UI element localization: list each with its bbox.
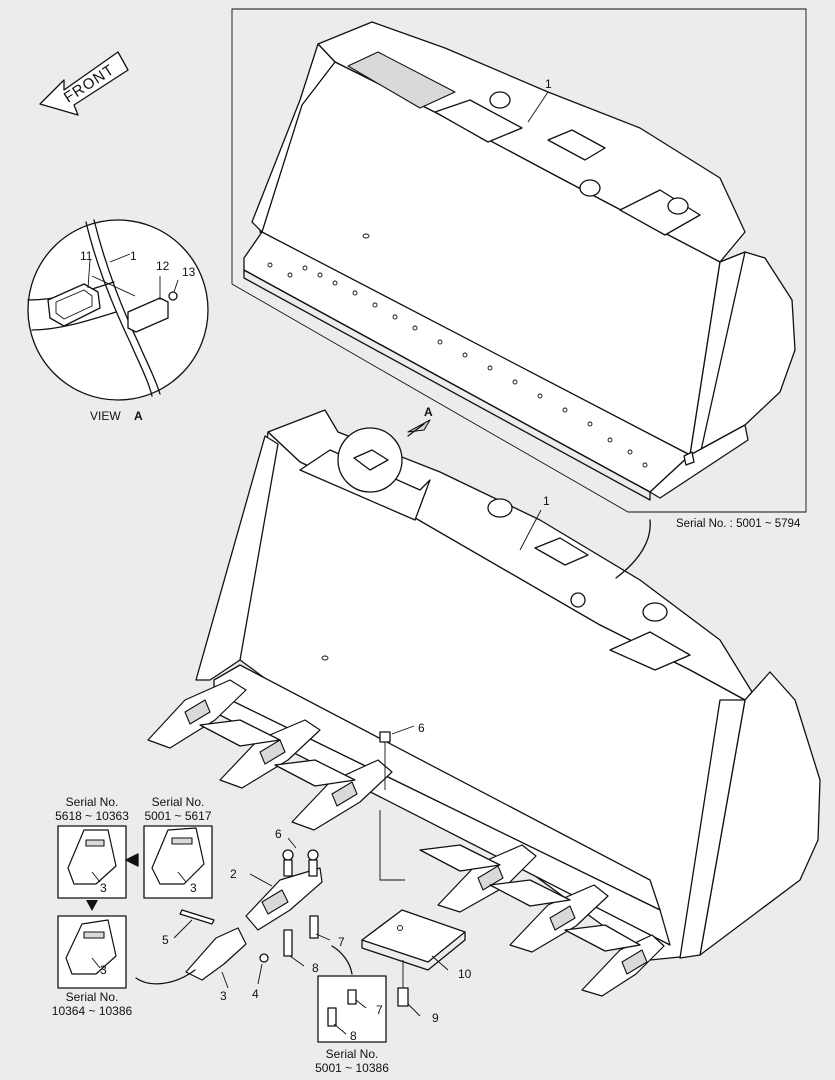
serial-top-bucket: Serial No. : 5001 ~ 5794 <box>676 518 801 530</box>
teeth-row <box>147 679 665 997</box>
view-a-marker: A <box>424 405 433 419</box>
edge-bolt-6 <box>379 731 405 881</box>
svg-text:FRONT: FRONT <box>61 61 118 106</box>
main-bucket-group <box>195 409 821 961</box>
serial-box-a-range: 5618 ~ 10363 <box>55 809 129 823</box>
serial-box-c-title: Serial No. <box>66 990 119 1004</box>
serial-box-d <box>317 945 387 1043</box>
leader-lines <box>87 91 549 1035</box>
tooth-assembly <box>147 679 247 749</box>
tooth-3-detail <box>135 909 269 985</box>
callout-10: 10 <box>458 967 472 981</box>
callout-3-box-c: 3 <box>100 963 107 977</box>
callout-8-box-d: 8 <box>350 1029 357 1043</box>
top-bucket-frame <box>231 8 807 513</box>
plate-10 <box>361 909 466 971</box>
serial-connector-line <box>615 519 651 579</box>
callout-4: 4 <box>252 987 259 1001</box>
tooth-assembly <box>509 884 609 953</box>
bolt-9 <box>397 960 409 1007</box>
callout-11: 11 <box>80 249 93 263</box>
callout-2: 2 <box>230 867 237 881</box>
serial-labels: Serial No. : 5001 ~ 5794 Serial No. 5618… <box>52 518 801 1075</box>
view-letter: A <box>134 409 143 423</box>
front-arrow-icon: FRONT <box>39 51 129 116</box>
serial-box-d-range: 5001 ~ 10386 <box>315 1061 389 1075</box>
bucket-side-left <box>195 435 279 681</box>
top-bucket-group <box>231 8 807 513</box>
top-bucket-side-left <box>251 43 336 233</box>
serial-box-b-title: Serial No. <box>152 795 205 809</box>
serial-box-a <box>57 825 127 899</box>
bucket-front-panel <box>679 699 746 959</box>
view-a-detail <box>27 219 209 401</box>
serial-box-c-range: 10364 ~ 10386 <box>52 1004 133 1018</box>
callout-3-box-a: 3 <box>100 881 107 895</box>
arrow-down-icon <box>86 900 98 911</box>
callout-13: 13 <box>182 265 196 279</box>
callout-7: 7 <box>338 935 345 949</box>
callout-9: 9 <box>432 1011 439 1025</box>
cover-plate-11 <box>47 283 101 327</box>
callout-8: 8 <box>312 961 319 975</box>
serial-box-d-title: Serial No. <box>326 1047 379 1061</box>
serial-box-b-range: 5001 ~ 5617 <box>144 809 211 823</box>
callout-1-top: 1 <box>545 77 552 91</box>
callout-6-adapter: 6 <box>275 827 282 841</box>
arrow-left-icon <box>125 853 139 867</box>
callout-6-edge: 6 <box>418 721 425 735</box>
bolt-13 <box>168 291 178 301</box>
adapter-2 <box>245 849 323 957</box>
view-labels: VIEW A A <box>90 405 433 423</box>
view-label: VIEW <box>90 409 121 423</box>
callout-3-box-b: 3 <box>190 881 197 895</box>
callout-1-view: 1 <box>130 249 137 263</box>
serial-box-b <box>125 825 213 899</box>
callout-1-lower: 1 <box>543 494 550 508</box>
callout-12: 12 <box>156 259 170 273</box>
bucket-side-right <box>699 671 821 956</box>
top-edge-bolt-holes <box>267 262 648 468</box>
callout-3-main: 3 <box>220 989 227 1003</box>
serial-box-c <box>57 900 127 989</box>
serial-box-a-title: Serial No. <box>66 795 119 809</box>
callout-7-box-d: 7 <box>376 1003 383 1017</box>
callout-5: 5 <box>162 933 169 947</box>
view-a-circle <box>27 219 209 401</box>
tooth-assembly <box>581 934 665 997</box>
callout-labels: 1 11 1 12 13 1 6 6 2 5 3 4 7 8 10 9 3 3 … <box>80 77 552 1043</box>
